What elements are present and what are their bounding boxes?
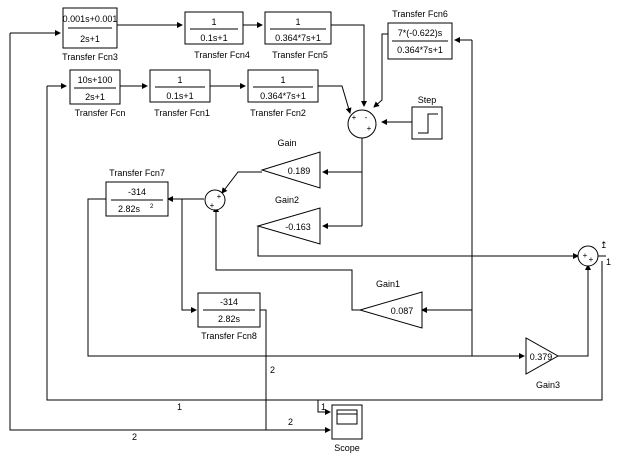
output-port-1[interactable]: ↥ 1 — [600, 240, 611, 267]
transfer-fcn7-denominator: 2.82s — [118, 204, 141, 214]
gain-value: 0.189 — [288, 166, 311, 176]
transfer-fcn5-numerator: 1 — [295, 17, 300, 27]
transfer-fcn6-label: Transfer Fcn6 — [392, 9, 448, 19]
transfer-fcn5-label: Transfer Fcn5 — [272, 50, 328, 60]
gain-label: Gain — [277, 138, 296, 148]
signal-2-label-left: 2 — [132, 432, 137, 442]
transfer-fcn-numerator: 10s+100 — [78, 75, 113, 85]
transfer-fcn8-block[interactable]: -314 2.82s Transfer Fcn8 — [197, 292, 261, 341]
transfer-fcn1-block[interactable]: 1 0.1s+1 Transfer Fcn1 — [149, 69, 211, 118]
signal-1-label-bottom: 1 — [177, 402, 182, 412]
transfer-fcn2-numerator: 1 — [280, 75, 285, 85]
transfer-fcn5-block[interactable]: 1 0.364*7s+1 Transfer Fcn5 — [264, 11, 332, 60]
transfer-fcn3-label: Transfer Fcn3 — [62, 52, 118, 62]
transfer-fcn3-block[interactable]: 0.001s+0.001 2s+1 Transfer Fcn3 — [62, 7, 118, 62]
gain3-block[interactable]: 0.379 Gain3 — [525, 337, 560, 390]
gain1-value: 0.087 — [391, 306, 414, 316]
transfer-fcn5-denominator: 0.364*7s+1 — [275, 33, 321, 43]
transfer-fcn3-numerator: 0.001s+0.001 — [63, 14, 118, 24]
gain1-label: Gain1 — [376, 279, 400, 289]
transfer-fcn1-numerator: 1 — [177, 75, 182, 85]
sum-main-sign-1: + — [352, 113, 357, 122]
step-label: Step — [418, 95, 437, 105]
output-port-arrow-icon: ↥ — [600, 240, 608, 250]
transfer-fcn4-label: Transfer Fcn4 — [194, 50, 250, 60]
gain2-block[interactable]: -0.163 Gain2 — [256, 195, 321, 245]
transfer-fcn2-label: Transfer Fcn2 — [250, 108, 306, 118]
sum-main-sign-3: + — [367, 124, 372, 133]
sum-right-block[interactable]: + + — [577, 245, 599, 267]
transfer-fcn7-label: Transfer Fcn7 — [109, 168, 165, 178]
transfer-fcn6-numerator: 7*(-0.622)s — [398, 28, 443, 38]
transfer-fcn8-label: Transfer Fcn8 — [201, 331, 257, 341]
sum-right-sign-1: + — [583, 251, 588, 260]
transfer-fcn8-denominator: 2.82s — [218, 314, 241, 324]
output-port-number: 1 — [606, 257, 611, 267]
transfer-fcn4-block[interactable]: 1 0.1s+1 Transfer Fcn4 — [184, 11, 250, 60]
transfer-fcn6-denominator: 0.364*7s+1 — [397, 45, 443, 55]
gain3-label: Gain3 — [536, 380, 560, 390]
transfer-fcn-block[interactable]: 10s+100 2s+1 Transfer Fcn — [69, 69, 126, 118]
gain3-value: 0.379 — [530, 352, 553, 362]
step-block[interactable]: Step — [411, 95, 443, 140]
signal-2-label-fcn8: 2 — [270, 365, 275, 375]
transfer-fcn3-denominator: 2s+1 — [80, 34, 100, 44]
gain2-label: Gain2 — [275, 195, 299, 205]
transfer-fcn7-numerator: -314 — [128, 187, 146, 197]
gain-block[interactable]: 0.189 Gain — [260, 138, 321, 189]
transfer-fcn7-exponent: 2 — [150, 204, 154, 210]
gain1-block[interactable]: 0.087 Gain1 — [358, 279, 423, 329]
transfer-fcn-label: Transfer Fcn — [75, 108, 126, 118]
scope-label: Scope — [334, 443, 360, 453]
transfer-fcn1-label: Transfer Fcn1 — [154, 108, 210, 118]
transfer-fcn2-block[interactable]: 1 0.364*7s+1 Transfer Fcn2 — [247, 69, 319, 118]
sum-left-block[interactable]: + + — [204, 189, 226, 211]
sum-left-sign-2: + — [210, 201, 215, 210]
scope-block[interactable]: Scope — [331, 404, 363, 453]
sum-main-block[interactable]: + - + — [347, 109, 377, 139]
transfer-fcn1-denominator: 0.1s+1 — [166, 91, 193, 101]
transfer-fcn2-denominator: 0.364*7s+1 — [260, 91, 306, 101]
gain2-value: -0.163 — [285, 222, 311, 232]
transfer-fcn6-block[interactable]: 7*(-0.622)s 0.364*7s+1 Transfer Fcn6 — [387, 9, 453, 60]
transfer-fcn4-denominator: 0.1s+1 — [200, 33, 227, 43]
signal-2-label-scope: 2 — [288, 417, 293, 427]
sum-right-sign-2: + — [589, 255, 594, 264]
transfer-fcn7-block[interactable]: -314 2.82s 2 Transfer Fcn7 — [105, 168, 169, 217]
sum-main-sign-2: - — [365, 113, 368, 122]
scope-input-1-label: 1 — [321, 402, 326, 412]
signal-lines — [9, 22, 606, 433]
transfer-fcn-denominator: 2s+1 — [85, 92, 105, 102]
sum-left-sign-1: + — [217, 192, 222, 201]
transfer-fcn8-numerator: -314 — [220, 297, 238, 307]
transfer-fcn4-numerator: 1 — [211, 17, 216, 27]
